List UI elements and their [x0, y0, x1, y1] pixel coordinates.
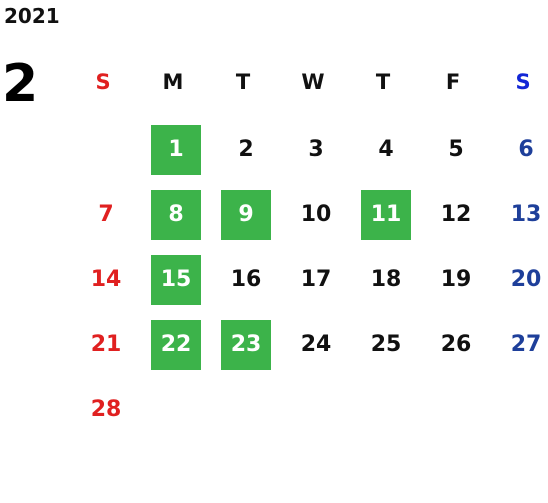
calendar-day-highlighted: 1 — [151, 125, 201, 175]
weekday-saturday: S — [515, 70, 531, 94]
calendar-day: 20 — [510, 267, 542, 292]
weekday-sunday: S — [95, 70, 111, 94]
calendar-day: 2 — [238, 137, 254, 162]
calendar-day: 24 — [300, 332, 332, 357]
weekday-friday: F — [445, 70, 461, 94]
weekday-tuesday: T — [235, 70, 251, 94]
calendar-day: 16 — [230, 267, 262, 292]
calendar-day: 5 — [448, 137, 464, 162]
calendar-day: 18 — [370, 267, 402, 292]
calendar-year: 2021 — [4, 4, 60, 28]
calendar-day: 10 — [300, 202, 332, 227]
weekday-thursday: T — [375, 70, 391, 94]
calendar-day: 13 — [510, 202, 542, 227]
calendar-day-highlighted: 11 — [361, 190, 411, 240]
calendar-day: 28 — [90, 397, 122, 422]
calendar-day-highlighted: 23 — [221, 320, 271, 370]
calendar-day-highlighted: 8 — [151, 190, 201, 240]
calendar-day: 21 — [90, 332, 122, 357]
calendar-day: 14 — [90, 267, 122, 292]
calendar-day-highlighted: 9 — [221, 190, 271, 240]
calendar-day: 25 — [370, 332, 402, 357]
calendar-day: 6 — [518, 137, 534, 162]
weekday-wednesday: W — [301, 70, 325, 94]
calendar-day: 26 — [440, 332, 472, 357]
calendar-day-highlighted: 15 — [151, 255, 201, 305]
calendar-day: 7 — [98, 202, 114, 227]
calendar-day: 12 — [440, 202, 472, 227]
calendar-day: 4 — [378, 137, 394, 162]
calendar-day: 3 — [308, 137, 324, 162]
calendar-day: 19 — [440, 267, 472, 292]
calendar-month: 2 — [2, 54, 39, 114]
calendar-day: 27 — [510, 332, 542, 357]
weekday-monday: M — [162, 70, 184, 94]
calendar-day-highlighted: 22 — [151, 320, 201, 370]
weekday-header-row: S M T W T F S — [68, 66, 538, 98]
calendar-day: 17 — [300, 267, 332, 292]
